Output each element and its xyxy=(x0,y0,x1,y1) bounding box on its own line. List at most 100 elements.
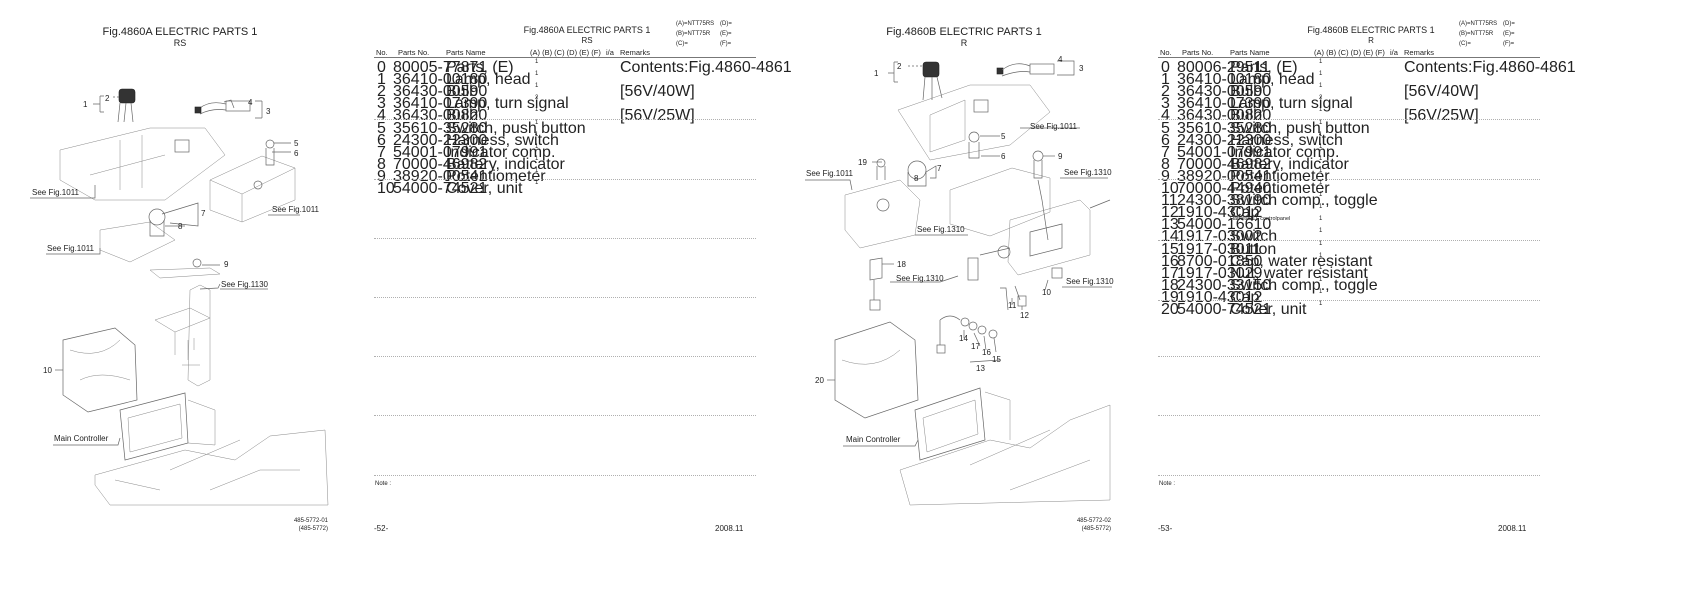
row-number: 0 xyxy=(1161,59,1170,76)
quantity-a: 1 xyxy=(535,131,539,138)
part-name: Cover, unit xyxy=(446,180,523,197)
quantity-a: 1 xyxy=(1319,180,1323,186)
part-name: Switch comp., toggle xyxy=(1230,192,1378,210)
part-name: Bulb xyxy=(446,107,479,125)
exploded-view-drawing-a xyxy=(30,88,329,506)
quantity-a: 1 xyxy=(1319,107,1323,114)
see-fig-label: See Fig.1310 xyxy=(917,225,965,234)
dotted-rule xyxy=(1158,239,1540,241)
callout-14: 14 xyxy=(959,334,968,343)
part-number: 24300-33150 xyxy=(1177,276,1272,294)
dotted-rule xyxy=(1158,118,1540,120)
part-name: Cap xyxy=(1230,204,1260,222)
callout-8: 8 xyxy=(178,222,183,231)
header-ia: i/a xyxy=(1390,48,1398,57)
row-number: 10 xyxy=(1161,180,1179,197)
quantity-a: 1 xyxy=(1319,204,1323,211)
part-name: Harness, switch xyxy=(446,131,559,149)
see-fig-label: See Fig.1011 xyxy=(32,188,79,197)
dotted-rule xyxy=(1158,475,1540,476)
dotted-rule xyxy=(374,118,756,120)
page-number: -53- xyxy=(1158,524,1173,533)
quantity-a: 1 xyxy=(1319,264,1323,271)
quantity-a: 1 xyxy=(535,155,539,162)
row-number: 11 xyxy=(1161,192,1178,210)
row-number: 6 xyxy=(1161,131,1170,149)
diagram-subtitle-a: RS xyxy=(173,38,187,48)
part-number: 54000-74521 xyxy=(393,180,488,197)
dotted-rule xyxy=(374,179,756,180)
part-name: Switch xyxy=(1230,228,1278,246)
part-number: 54000-16610 xyxy=(1177,216,1272,234)
row-number: 4 xyxy=(377,107,386,125)
diagram-subtitle-b: R xyxy=(960,38,968,48)
row-number: 3 xyxy=(1161,95,1170,113)
part-number: 36410-07390 xyxy=(393,95,488,113)
row-number: 6 xyxy=(377,131,386,149)
part-name: Harness(1), controlpanel xyxy=(1230,216,1291,223)
list-subtitle-a: RS xyxy=(581,36,593,45)
see-fig-label: See Fig.1130 xyxy=(221,280,268,289)
quantity-a: 1 xyxy=(535,83,539,90)
row-number: 3 xyxy=(377,95,386,113)
issue-date: 2008.11 xyxy=(1498,524,1527,533)
part-number: 80006-29511 xyxy=(1177,59,1271,76)
part-number: 70000-44940 xyxy=(1177,180,1272,197)
part-number: 54001-07991 xyxy=(393,143,488,161)
quantity-a: 1 xyxy=(1319,167,1323,174)
row-number: 12 xyxy=(1161,204,1179,222)
see-fig-label: See Fig.1011 xyxy=(47,244,94,253)
header-rule xyxy=(1158,57,1540,58)
header-parts-no: Parts No. xyxy=(1182,48,1214,57)
quantity-a: 1 xyxy=(535,143,539,150)
remarks: Contents:Fig.4860-4861 xyxy=(620,59,792,76)
header-remarks: Remarks xyxy=(1404,48,1435,57)
part-number: 36430-00820 xyxy=(393,107,488,125)
model-f: (F)= xyxy=(720,41,732,47)
part-name: Cap xyxy=(1230,288,1260,306)
row-number: 2 xyxy=(377,83,386,101)
part-name: Bulb xyxy=(446,83,479,101)
quantity-a: 1 xyxy=(1319,131,1323,138)
row-number: 16 xyxy=(1161,252,1179,270)
part-number: 36410-00180 xyxy=(1177,71,1272,89)
part-name: Lamp, turn signal xyxy=(446,95,569,113)
turn-signal-graphic xyxy=(194,99,251,115)
model-f: (F)= xyxy=(1503,41,1515,47)
see-fig-label: See Fig.1310 xyxy=(1066,277,1114,286)
note-label: Note : xyxy=(1159,481,1176,487)
part-name: Switch comp., toggle xyxy=(1230,276,1378,294)
part-number: 1917-03002 xyxy=(1177,228,1263,246)
list-subtitle-b: R xyxy=(1368,36,1374,45)
exploded-view-drawing-b xyxy=(805,60,1112,506)
quantity-a: 1 xyxy=(1319,192,1323,199)
part-name: Lamp, head xyxy=(446,71,531,89)
callout-10: 10 xyxy=(43,366,52,375)
callout-7: 7 xyxy=(937,164,942,173)
model-d: (D)= xyxy=(720,21,732,27)
quantity-a: 1 xyxy=(535,119,539,126)
remarks: [56V/40W] xyxy=(1404,83,1479,101)
quantity-a: 1 xyxy=(1319,240,1323,247)
callout-16: 16 xyxy=(982,348,991,357)
row-number: 1 xyxy=(1161,71,1170,89)
quantity-a: 1 xyxy=(535,59,539,65)
callout-12: 12 xyxy=(1020,311,1029,320)
part-number: 70000-46982 xyxy=(393,155,488,173)
quantity-a: 2 xyxy=(1319,95,1323,102)
page-number: -52- xyxy=(374,524,389,533)
part-number: 36410-00180 xyxy=(393,71,488,89)
row-number: 13 xyxy=(1161,216,1179,234)
quantity-a: 1 xyxy=(1319,301,1323,307)
part-number: 54000-74521 xyxy=(1177,301,1272,318)
